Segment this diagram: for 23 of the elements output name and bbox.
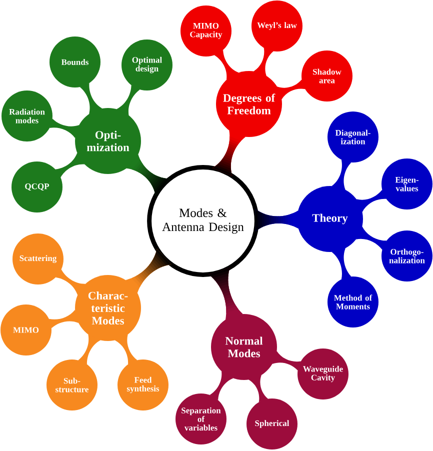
connector bbox=[48, 310, 79, 328]
connector bbox=[116, 85, 140, 116]
connector bbox=[214, 50, 239, 80]
connector bbox=[272, 351, 301, 370]
connector bbox=[210, 371, 234, 400]
connector bbox=[126, 154, 170, 196]
connector bbox=[56, 269, 86, 296]
connector bbox=[254, 48, 274, 76]
connector bbox=[125, 248, 172, 294]
connector bbox=[276, 80, 306, 100]
connector bbox=[114, 334, 138, 364]
connector bbox=[356, 226, 387, 250]
connector bbox=[78, 334, 101, 364]
connector bbox=[332, 248, 352, 280]
connector bbox=[356, 190, 386, 212]
connector bbox=[332, 160, 352, 190]
connector bbox=[255, 208, 298, 232]
connector bbox=[50, 118, 80, 138]
connector bbox=[248, 374, 268, 402]
connector bbox=[208, 268, 243, 320]
connector bbox=[212, 130, 246, 176]
connector bbox=[80, 83, 102, 114]
connector bbox=[55, 152, 85, 178]
